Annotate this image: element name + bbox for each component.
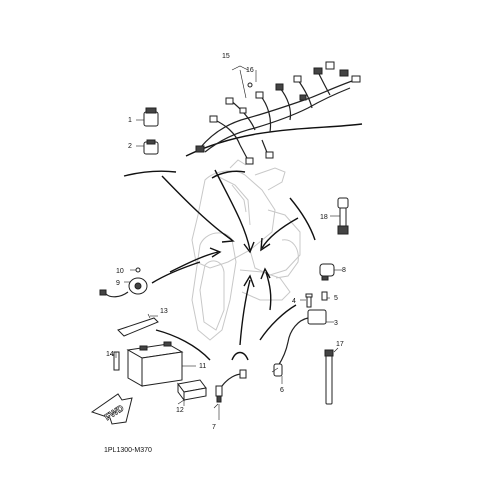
sensor: [319, 263, 342, 281]
callout-16: 16: [246, 67, 254, 74]
callout-6: 6: [280, 387, 284, 394]
battery: [126, 341, 196, 387]
callout-11: 11: [199, 363, 206, 370]
callout-14: 14: [106, 351, 114, 358]
callout-13: 13: [160, 308, 168, 315]
callout-3: 3: [334, 320, 338, 327]
drawing-code: 1PL1300-M370: [104, 447, 152, 454]
callout-10: 10: [116, 268, 124, 275]
temperature-sensor: [215, 369, 247, 420]
callout-labels: 1 2 3 4 5 6 7 8 9 10 11 12 13 14 15 16 1…: [106, 53, 346, 431]
callout-15: 15: [222, 53, 230, 60]
flasher-relay: [136, 139, 159, 155]
relay: [136, 107, 159, 127]
callout-4: 4: [292, 298, 296, 305]
callout-2: 2: [128, 143, 132, 150]
battery-lead: [109, 351, 120, 371]
callout-1: 1: [128, 117, 132, 124]
callout-18: 18: [320, 214, 328, 221]
callout-7: 7: [212, 424, 216, 431]
fwd-arrow: FWD: [90, 393, 133, 425]
wire-harness: [195, 61, 361, 165]
fuel-sender: [330, 197, 349, 235]
cable-band: [324, 347, 339, 405]
callout-9: 9: [116, 280, 120, 287]
callout-8: 8: [342, 267, 346, 274]
callout-leaders: [115, 70, 279, 409]
callout-17: 17: [336, 341, 344, 348]
bolts: [300, 291, 330, 308]
ignition-coil: [273, 309, 334, 377]
connector-arcs: [123, 123, 363, 361]
horn: [99, 267, 148, 298]
callout-5: 5: [334, 295, 338, 302]
battery-band: [117, 313, 159, 337]
callout-12: 12: [176, 407, 184, 414]
fuse: [177, 379, 207, 406]
leader-arrows: [161, 169, 299, 346]
